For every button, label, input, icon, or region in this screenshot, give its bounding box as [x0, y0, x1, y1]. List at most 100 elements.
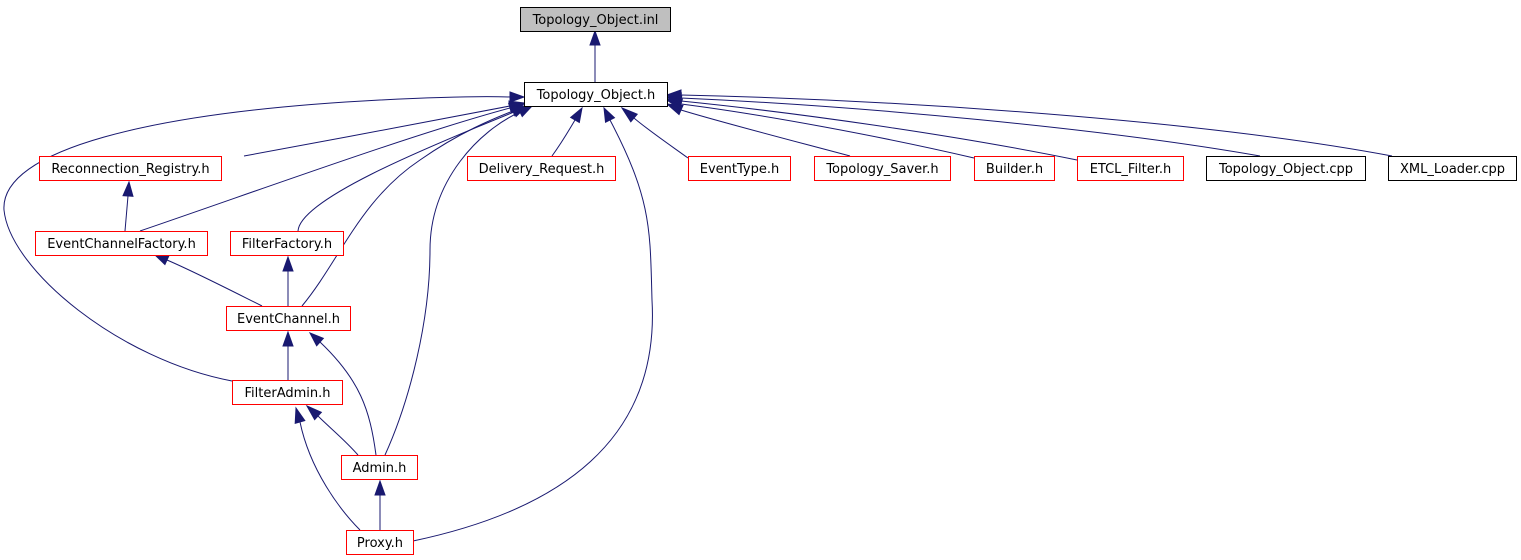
node-label: Builder.h: [986, 162, 1043, 177]
node-proxy_h[interactable]: Proxy.h: [346, 530, 414, 555]
arrowhead-icon: [282, 330, 294, 347]
node-box: [974, 156, 1055, 181]
edge-xml_loader_cpp-to-topology_object_h: [665, 89, 1393, 157]
edge-eventchannel_h-to-filterfactory_h: [282, 255, 294, 306]
node-box: [232, 380, 343, 405]
node-layer: Topology_Object.inlTopology_Object.hReco…: [35, 7, 1517, 555]
node-label: Admin.h: [353, 461, 407, 476]
edge-line: [680, 109, 851, 157]
edge-line: [680, 94, 1393, 157]
node-label: ETCL_Filter.h: [1090, 162, 1172, 177]
edge-proxy_h-to-topology_object_h: [412, 106, 653, 542]
node-box: [1388, 156, 1517, 181]
arrowhead-icon: [122, 180, 134, 197]
node-reconnection_registry_h[interactable]: Reconnection_Registry.h: [39, 156, 222, 181]
edge-topology_object_cpp-to-topology_object_h: [665, 92, 1261, 157]
node-box: [814, 156, 951, 181]
edge-line: [680, 100, 1078, 161]
node-label: Topology_Object.h: [536, 88, 656, 103]
edge-proxy_h-to-admin_h: [374, 479, 386, 530]
arrowhead-icon: [509, 91, 526, 103]
edge-topology_object_h-to-topology_object_inl: [589, 29, 601, 82]
arrowhead-icon: [620, 106, 639, 123]
node-topology_object_h: Topology_Object.h: [524, 82, 668, 107]
node-label: Topology_Saver.h: [825, 162, 938, 177]
edge-line: [680, 97, 1261, 157]
node-topology_object_inl: Topology_Object.inl: [520, 7, 671, 32]
edge-line: [384, 111, 521, 456]
node-label: XML_Loader.cpp: [1400, 162, 1505, 177]
arrowhead-icon: [305, 404, 323, 421]
arrowhead-icon: [603, 106, 616, 124]
node-box: [346, 530, 414, 555]
arrowhead-icon: [569, 106, 583, 124]
node-box: [1077, 156, 1184, 181]
node-eventchannel_h[interactable]: EventChannel.h: [226, 306, 351, 331]
node-box: [341, 455, 418, 480]
edge-delivery_request_h-to-topology_object_h: [551, 106, 583, 157]
node-filteradmin_h[interactable]: FilterAdmin.h: [232, 380, 343, 405]
edge-line: [3, 96, 511, 382]
node-etcl_filter_h[interactable]: ETCL_Filter.h: [1077, 156, 1184, 181]
node-topology_object_cpp: Topology_Object.cpp: [1206, 156, 1366, 181]
edge-line: [124, 195, 129, 232]
edge-line: [319, 341, 377, 456]
node-box: [1206, 156, 1366, 181]
node-delivery_request_h[interactable]: Delivery_Request.h: [467, 156, 616, 181]
edge-line: [166, 259, 263, 307]
node-label: Reconnection_Registry.h: [51, 162, 209, 177]
node-box: [524, 82, 668, 107]
edge-line: [317, 415, 359, 456]
edge-layer: [3, 29, 1393, 542]
arrowhead-icon: [294, 406, 306, 425]
edge-line: [301, 110, 514, 307]
edge-filteradmin_h-to-topology_object_h: [3, 91, 526, 382]
node-label: FilterFactory.h: [242, 237, 332, 252]
edge-eventtype_h-to-topology_object_h: [620, 106, 689, 159]
arrowhead-icon: [589, 29, 601, 46]
node-box: [226, 306, 351, 331]
arrowhead-icon: [308, 332, 325, 347]
node-label: Delivery_Request.h: [479, 162, 605, 177]
node-eventchannelfactory_h[interactable]: EventChannelFactory.h: [35, 231, 208, 256]
edge-etcl_filter_h-to-topology_object_h: [665, 95, 1078, 161]
node-box: [520, 7, 671, 32]
node-builder_h[interactable]: Builder.h: [974, 156, 1055, 181]
edge-admin_h-to-eventchannel_h: [308, 332, 377, 456]
arrowhead-icon: [282, 255, 294, 272]
edge-line: [551, 119, 576, 157]
node-filterfactory_h[interactable]: FilterFactory.h: [230, 231, 344, 256]
node-box: [39, 156, 222, 181]
node-label: EventChannel.h: [237, 312, 340, 327]
arrowhead-icon: [516, 105, 534, 118]
node-label: FilterAdmin.h: [245, 386, 331, 401]
node-admin_h[interactable]: Admin.h: [341, 455, 418, 480]
node-topology_saver_h[interactable]: Topology_Saver.h: [814, 156, 951, 181]
node-box: [35, 231, 208, 256]
arrowhead-icon: [374, 479, 386, 496]
node-eventtype_h[interactable]: EventType.h: [688, 156, 791, 181]
arrowhead-icon: [665, 89, 682, 101]
edge-reconnection_registry_h-to-topology_object_h: [243, 100, 526, 157]
node-label: EventChannelFactory.h: [47, 237, 196, 252]
node-label: EventType.h: [700, 162, 779, 177]
edge-line: [299, 421, 361, 531]
node-box: [230, 231, 344, 256]
edge-line: [243, 105, 511, 157]
edge-topology_saver_h-to-topology_object_h: [665, 103, 851, 157]
edge-filteradmin_h-to-eventchannel_h: [282, 330, 294, 380]
node-box: [467, 156, 616, 181]
edge-line: [633, 117, 689, 159]
edge-builder_h-to-topology_object_h: [665, 98, 975, 159]
edge-line: [680, 103, 975, 159]
edge-admin_h-to-filteradmin_h: [305, 404, 359, 456]
edge-line: [412, 119, 653, 542]
node-label: Topology_Object.inl: [532, 13, 659, 28]
edge-eventchannel_h-to-eventchannelfactory_h: [152, 253, 263, 307]
node-xml_loader_cpp: XML_Loader.cpp: [1388, 156, 1517, 181]
node-label: Proxy.h: [357, 536, 403, 551]
node-label: Topology_Object.cpp: [1218, 162, 1353, 177]
node-box: [688, 156, 791, 181]
edge-line: [139, 107, 511, 232]
